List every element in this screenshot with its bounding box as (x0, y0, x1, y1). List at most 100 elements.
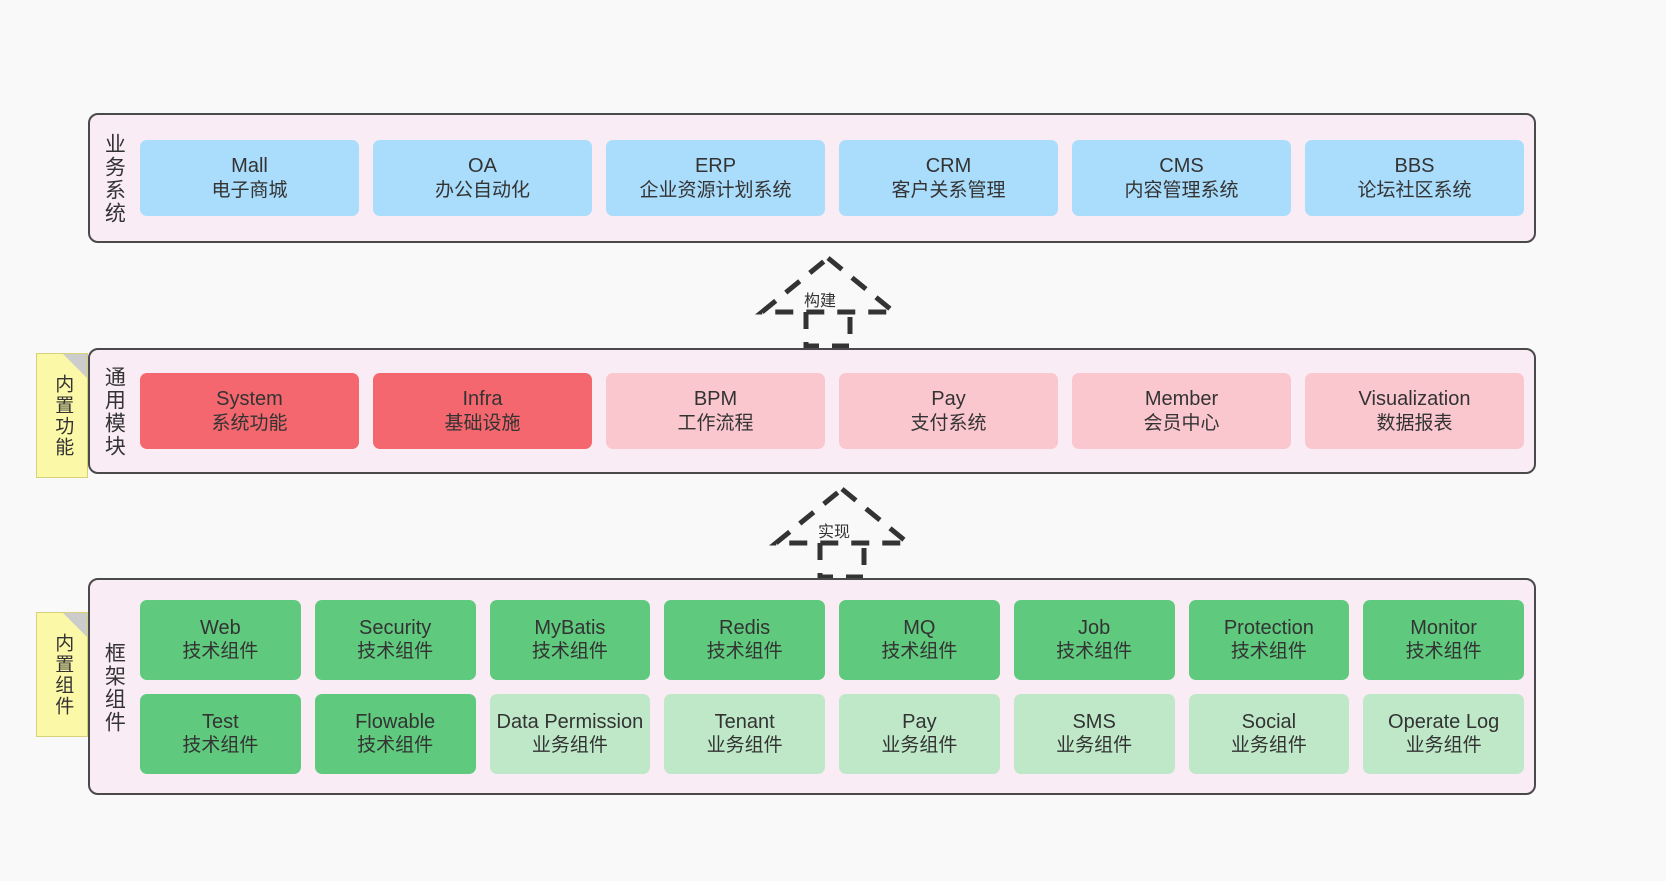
node-infra-cn: 基础设施 (444, 412, 521, 434)
node-bbs-en: BBS (1394, 155, 1435, 178)
node-cms-cn: 内容管理系统 (1124, 179, 1239, 201)
node-erp-en: ERP (694, 155, 737, 178)
layer-framework: 框架组件 Web 技术组件 Security 技术组件 MyBatis 技术组件… (88, 578, 1536, 795)
sticky-fold-corner-icon (63, 613, 87, 637)
sticky-note-builtin-components-label: 内置组件 (52, 632, 74, 717)
node-infra-en: Infra (462, 388, 503, 411)
node-redis-en: Redis (719, 616, 771, 639)
node-cms[interactable]: CMS 内容管理系统 (1072, 140, 1291, 216)
connector-build-graphic (754, 254, 902, 349)
node-flowable-en: Flowable (355, 710, 436, 733)
node-pay-module-en: Pay (931, 388, 966, 411)
node-bpm[interactable]: BPM 工作流程 (606, 373, 825, 449)
node-operate-log-cn: 业务组件 (1405, 735, 1482, 757)
sticky-fold-corner-icon (63, 354, 87, 378)
node-mall-en: Mall (231, 155, 268, 178)
node-crm-en: CRM (925, 155, 972, 178)
node-flowable-cn: 技术组件 (357, 735, 434, 757)
node-data-permission[interactable]: Data Permission 业务组件 (489, 693, 651, 774)
node-monitor-cn: 技术组件 (1405, 641, 1482, 663)
node-bpm-cn: 工作流程 (677, 412, 754, 434)
node-security-cn: 技术组件 (357, 641, 434, 663)
node-tenant[interactable]: Tenant 业务组件 (664, 693, 825, 774)
node-monitor-en: Monitor (1410, 616, 1477, 639)
node-tenant-cn: 业务组件 (706, 735, 783, 757)
connector-implement: 实现 (768, 485, 916, 580)
layer-module: 通用模块 System 系统功能 Infra 基础设施 BPM 工作流程 Pay… (88, 348, 1536, 474)
node-job-en: Job (1078, 616, 1111, 639)
node-oa-en: OA (468, 155, 497, 178)
sticky-note-builtin-features-label: 内置功能 (52, 373, 74, 458)
layer-framework-title: 框架组件 (102, 641, 126, 734)
node-sms-en: SMS (1072, 710, 1116, 733)
node-pay-component-en: Pay (902, 710, 937, 733)
node-flowable[interactable]: Flowable 技术组件 (314, 693, 476, 774)
node-sms[interactable]: SMS 业务组件 (1013, 693, 1175, 774)
connector-build-label: 构建 (804, 293, 837, 310)
node-mq-en: MQ (903, 616, 936, 639)
node-visualization-cn: 数据报表 (1376, 412, 1453, 434)
node-mall-cn: 电子商城 (211, 179, 288, 201)
layer-module-title: 通用模块 (102, 366, 126, 458)
node-sms-cn: 业务组件 (1056, 735, 1133, 757)
arrowhead-triangle-icon (768, 485, 916, 546)
node-system-en: System (216, 388, 283, 411)
layer-business-body: Mall 电子商城 OA 办公自动化 ERP 企业资源计划系统 CRM 客户关系… (136, 115, 1534, 241)
node-data-permission-cn: 业务组件 (531, 735, 608, 757)
node-web-cn: 技术组件 (182, 641, 259, 663)
node-visualization[interactable]: Visualization 数据报表 (1305, 373, 1524, 449)
node-crm[interactable]: CRM 客户关系管理 (839, 140, 1058, 216)
node-mall[interactable]: Mall 电子商城 (140, 140, 359, 216)
node-bbs[interactable]: BBS 论坛社区系统 (1305, 140, 1524, 216)
node-monitor[interactable]: Monitor 技术组件 (1363, 599, 1524, 680)
node-job[interactable]: Job 技术组件 (1013, 599, 1175, 680)
node-bpm-en: BPM (693, 388, 738, 411)
node-tenant-en: Tenant (714, 710, 775, 733)
node-erp[interactable]: ERP 企业资源计划系统 (606, 140, 825, 216)
node-security[interactable]: Security 技术组件 (314, 599, 476, 680)
node-test[interactable]: Test 技术组件 (140, 693, 301, 774)
node-test-cn: 技术组件 (182, 735, 259, 757)
node-protection-cn: 技术组件 (1230, 641, 1307, 663)
node-redis[interactable]: Redis 技术组件 (664, 599, 825, 680)
node-redis-cn: 技术组件 (706, 641, 783, 663)
layer-business: 业务系统 Mall 电子商城 OA 办公自动化 ERP 企业资源计划系统 CRM… (88, 113, 1536, 243)
node-bbs-cn: 论坛社区系统 (1357, 179, 1472, 201)
node-web[interactable]: Web 技术组件 (140, 599, 301, 680)
node-protection[interactable]: Protection 技术组件 (1188, 599, 1350, 680)
node-protection-en: Protection (1223, 616, 1314, 639)
node-web-en: Web (199, 616, 241, 639)
layer-framework-row-business: Test 技术组件 Flowable 技术组件 Data Permission … (140, 693, 1524, 774)
node-mybatis[interactable]: MyBatis 技术组件 (489, 599, 651, 680)
node-pay-component[interactable]: Pay 业务组件 (839, 693, 1000, 774)
connector-shaft (817, 543, 867, 580)
node-mybatis-cn: 技术组件 (531, 641, 608, 663)
node-system-cn: 系统功能 (211, 412, 288, 434)
node-pay-module[interactable]: Pay 支付系统 (839, 373, 1058, 449)
node-mybatis-en: MyBatis (534, 616, 606, 639)
node-operate-log[interactable]: Operate Log 业务组件 (1363, 693, 1524, 774)
node-system[interactable]: System 系统功能 (140, 373, 359, 449)
connector-implement-graphic (768, 485, 916, 580)
layer-module-body: System 系统功能 Infra 基础设施 BPM 工作流程 Pay 支付系统… (136, 350, 1534, 472)
layer-framework-body: Web 技术组件 Security 技术组件 MyBatis 技术组件 Redi… (136, 580, 1534, 793)
node-oa-cn: 办公自动化 (434, 179, 530, 201)
node-oa[interactable]: OA 办公自动化 (373, 140, 592, 216)
node-member[interactable]: Member 会员中心 (1072, 373, 1291, 449)
node-test-en: Test (202, 710, 239, 733)
node-mq[interactable]: MQ 技术组件 (839, 599, 1000, 680)
node-visualization-en: Visualization (1358, 388, 1471, 411)
node-data-permission-en: Data Permission (496, 710, 644, 733)
layer-framework-row-tech: Web 技术组件 Security 技术组件 MyBatis 技术组件 Redi… (140, 599, 1524, 680)
node-pay-component-cn: 业务组件 (881, 735, 958, 757)
arrowhead-triangle-icon (754, 254, 902, 315)
node-mq-cn: 技术组件 (881, 641, 958, 663)
node-infra[interactable]: Infra 基础设施 (373, 373, 592, 449)
connector-build: 构建 (754, 254, 902, 349)
node-social[interactable]: Social 业务组件 (1188, 693, 1350, 774)
node-erp-cn: 企业资源计划系统 (639, 179, 792, 201)
connector-shaft (803, 312, 853, 349)
node-crm-cn: 客户关系管理 (891, 179, 1006, 201)
sticky-note-builtin-features: 内置功能 (36, 353, 88, 478)
